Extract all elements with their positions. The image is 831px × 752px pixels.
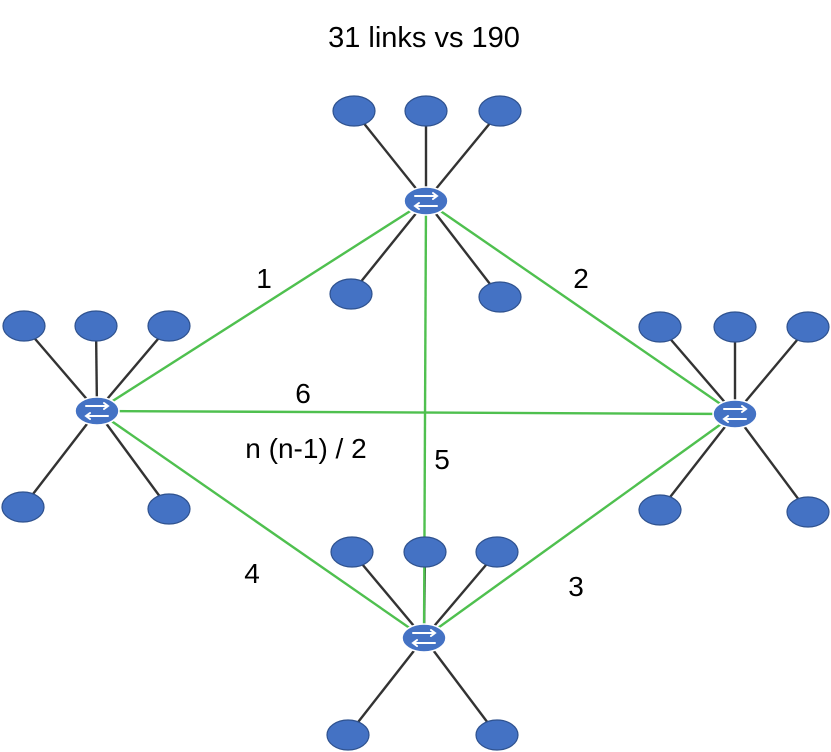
trunk-link-4 [96,410,425,639]
diagram-title: 31 links vs 190 [328,22,520,54]
host-node-icon [404,95,448,127]
trunk-link-6 [96,409,736,416]
link-label-3: 3 [568,571,584,602]
switch-bottom [401,623,447,653]
host-link [423,637,498,736]
host-node-icon [403,536,447,568]
host-link [423,551,498,639]
switch-arrows-icon [413,192,439,210]
host-node-icon [326,719,370,751]
host-node-icon [2,310,46,342]
host-link [659,413,736,511]
switches [74,186,758,653]
link-label-2: 2 [573,263,589,294]
host-node-icon [786,311,830,343]
host-node-icon [638,311,682,343]
host-link [347,637,425,736]
host-link [734,326,809,415]
switch-arrows-icon [84,402,110,420]
link-label-5: 5 [434,444,450,475]
switch-arrows-icon [722,405,748,423]
switch-right [712,399,758,429]
host-node-icon [478,281,522,313]
trunk-link-1 [96,199,427,413]
link-label-6: 6 [295,378,311,409]
trunk-link-3 [423,413,736,639]
host-node-icon [475,536,519,568]
host-node-icon [332,95,376,127]
cluster-top-host-links [350,110,501,298]
host-node-icon [713,311,757,343]
link-count-formula: n (n-1) / 2 [245,433,366,464]
host-link [659,326,736,415]
host-node-icon [147,493,191,525]
switch-arrows-icon [411,629,437,647]
trunk-links [96,199,736,639]
switch-top [403,186,449,216]
trunk-link-2 [425,200,736,415]
host-link [96,410,170,510]
host-node-icon [478,95,522,127]
network-switch-icon [403,186,449,216]
host-link [96,325,170,412]
hosts [1,95,830,751]
link-label-1: 1 [256,263,272,294]
host-node-icon [329,278,373,310]
host-link [425,110,501,202]
network-switch-icon [401,623,447,653]
host-link [425,200,501,298]
host-node-icon [330,536,374,568]
host-link [350,200,427,295]
link-label-4: 4 [244,558,260,589]
network-switch-icon [712,399,758,429]
network-switch-icon [74,396,120,426]
host-link [23,325,98,412]
host-link [22,410,98,508]
host-node-icon [638,494,682,526]
host-node-icon [74,310,118,342]
host-link [734,413,809,513]
host-node-icon [475,719,519,751]
switch-left [74,396,120,426]
host-link [353,110,427,202]
host-node-icon [1,491,45,523]
host-link [351,551,425,639]
host-node-icon [786,496,830,528]
host-node-icon [147,310,191,342]
